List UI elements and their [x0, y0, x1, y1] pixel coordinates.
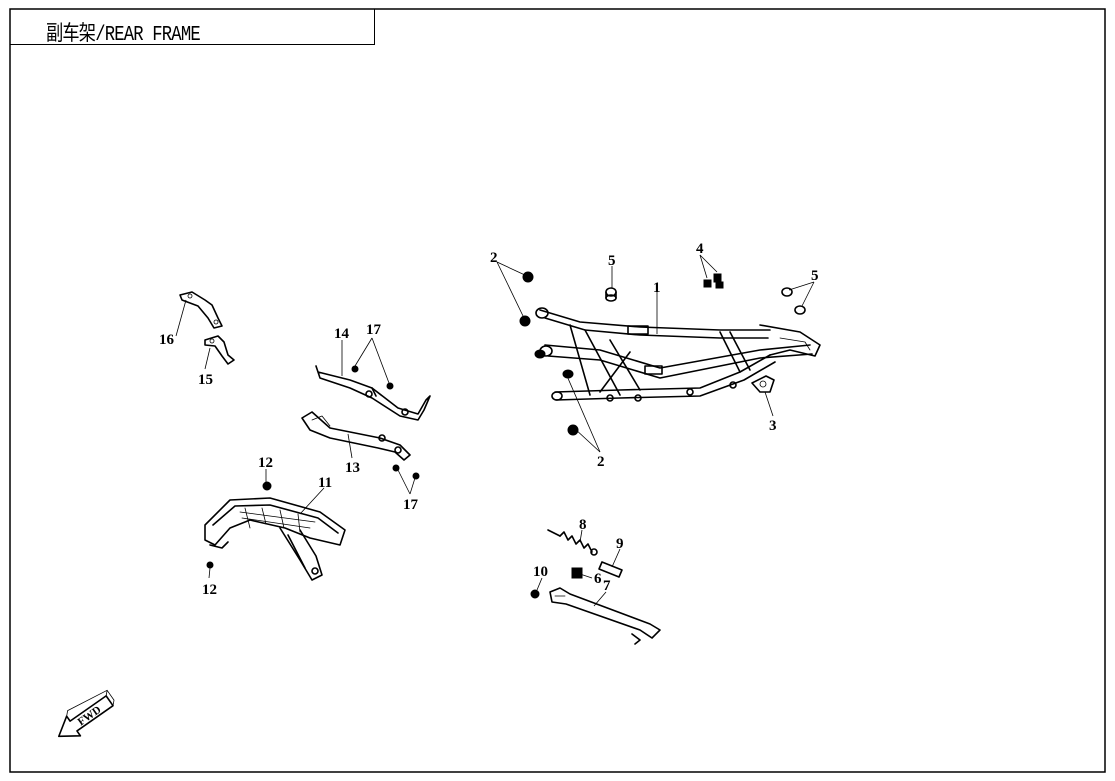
callout-8: 8	[579, 517, 587, 533]
part-bushings-5	[605, 287, 806, 315]
part-bolts-4	[703, 273, 724, 289]
callout-7: 7	[603, 578, 611, 594]
fwd-arrow: FWD	[57, 689, 115, 738]
callout-9: 9	[616, 536, 624, 552]
callout-12-top: 12	[258, 455, 273, 471]
callout-5-left: 5	[608, 253, 616, 269]
leader-lines	[175, 254, 815, 607]
callout-4: 4	[696, 241, 704, 257]
callout-10: 10	[533, 564, 548, 580]
part-bracket-15	[204, 335, 235, 365]
title-box: 副车架/REAR FRAME	[10, 9, 375, 47]
callout-16: 16	[159, 332, 175, 348]
callout-13: 13	[345, 460, 360, 476]
part-nuts-17	[351, 365, 420, 480]
part-screws-12	[206, 481, 272, 569]
callout-12-bottom: 12	[202, 582, 217, 598]
callout-6: 6	[594, 571, 602, 587]
callout-3: 3	[769, 418, 777, 434]
callout-17-upper: 17	[366, 322, 382, 338]
part-bracket-13	[301, 411, 411, 461]
callout-14: 14	[334, 326, 350, 342]
part-bracket-14	[315, 365, 431, 421]
callout-17-lower: 17	[403, 497, 419, 513]
part-rear-frame	[535, 307, 821, 402]
callout-5-right: 5	[811, 268, 819, 284]
drawing-border	[9, 8, 1106, 773]
page-title: 副车架/REAR FRAME	[46, 24, 201, 47]
part-bracket-3	[751, 375, 775, 393]
callout-11: 11	[318, 475, 332, 491]
callout-2-lower: 2	[597, 454, 605, 470]
callout-1: 1	[653, 280, 661, 296]
part-grab-rail	[204, 497, 346, 581]
fwd-arrow-icon	[57, 695, 114, 738]
callout-2-upper: 2	[490, 250, 498, 266]
part-grommets	[519, 271, 579, 436]
callout-numbers: 1 2 2 3 4 5 5 6 7 8 9 10 11 12 12 13 14 …	[159, 241, 819, 598]
part-bracket-16	[179, 291, 223, 329]
part-side-stand	[530, 529, 661, 645]
callout-15: 15	[198, 372, 213, 388]
